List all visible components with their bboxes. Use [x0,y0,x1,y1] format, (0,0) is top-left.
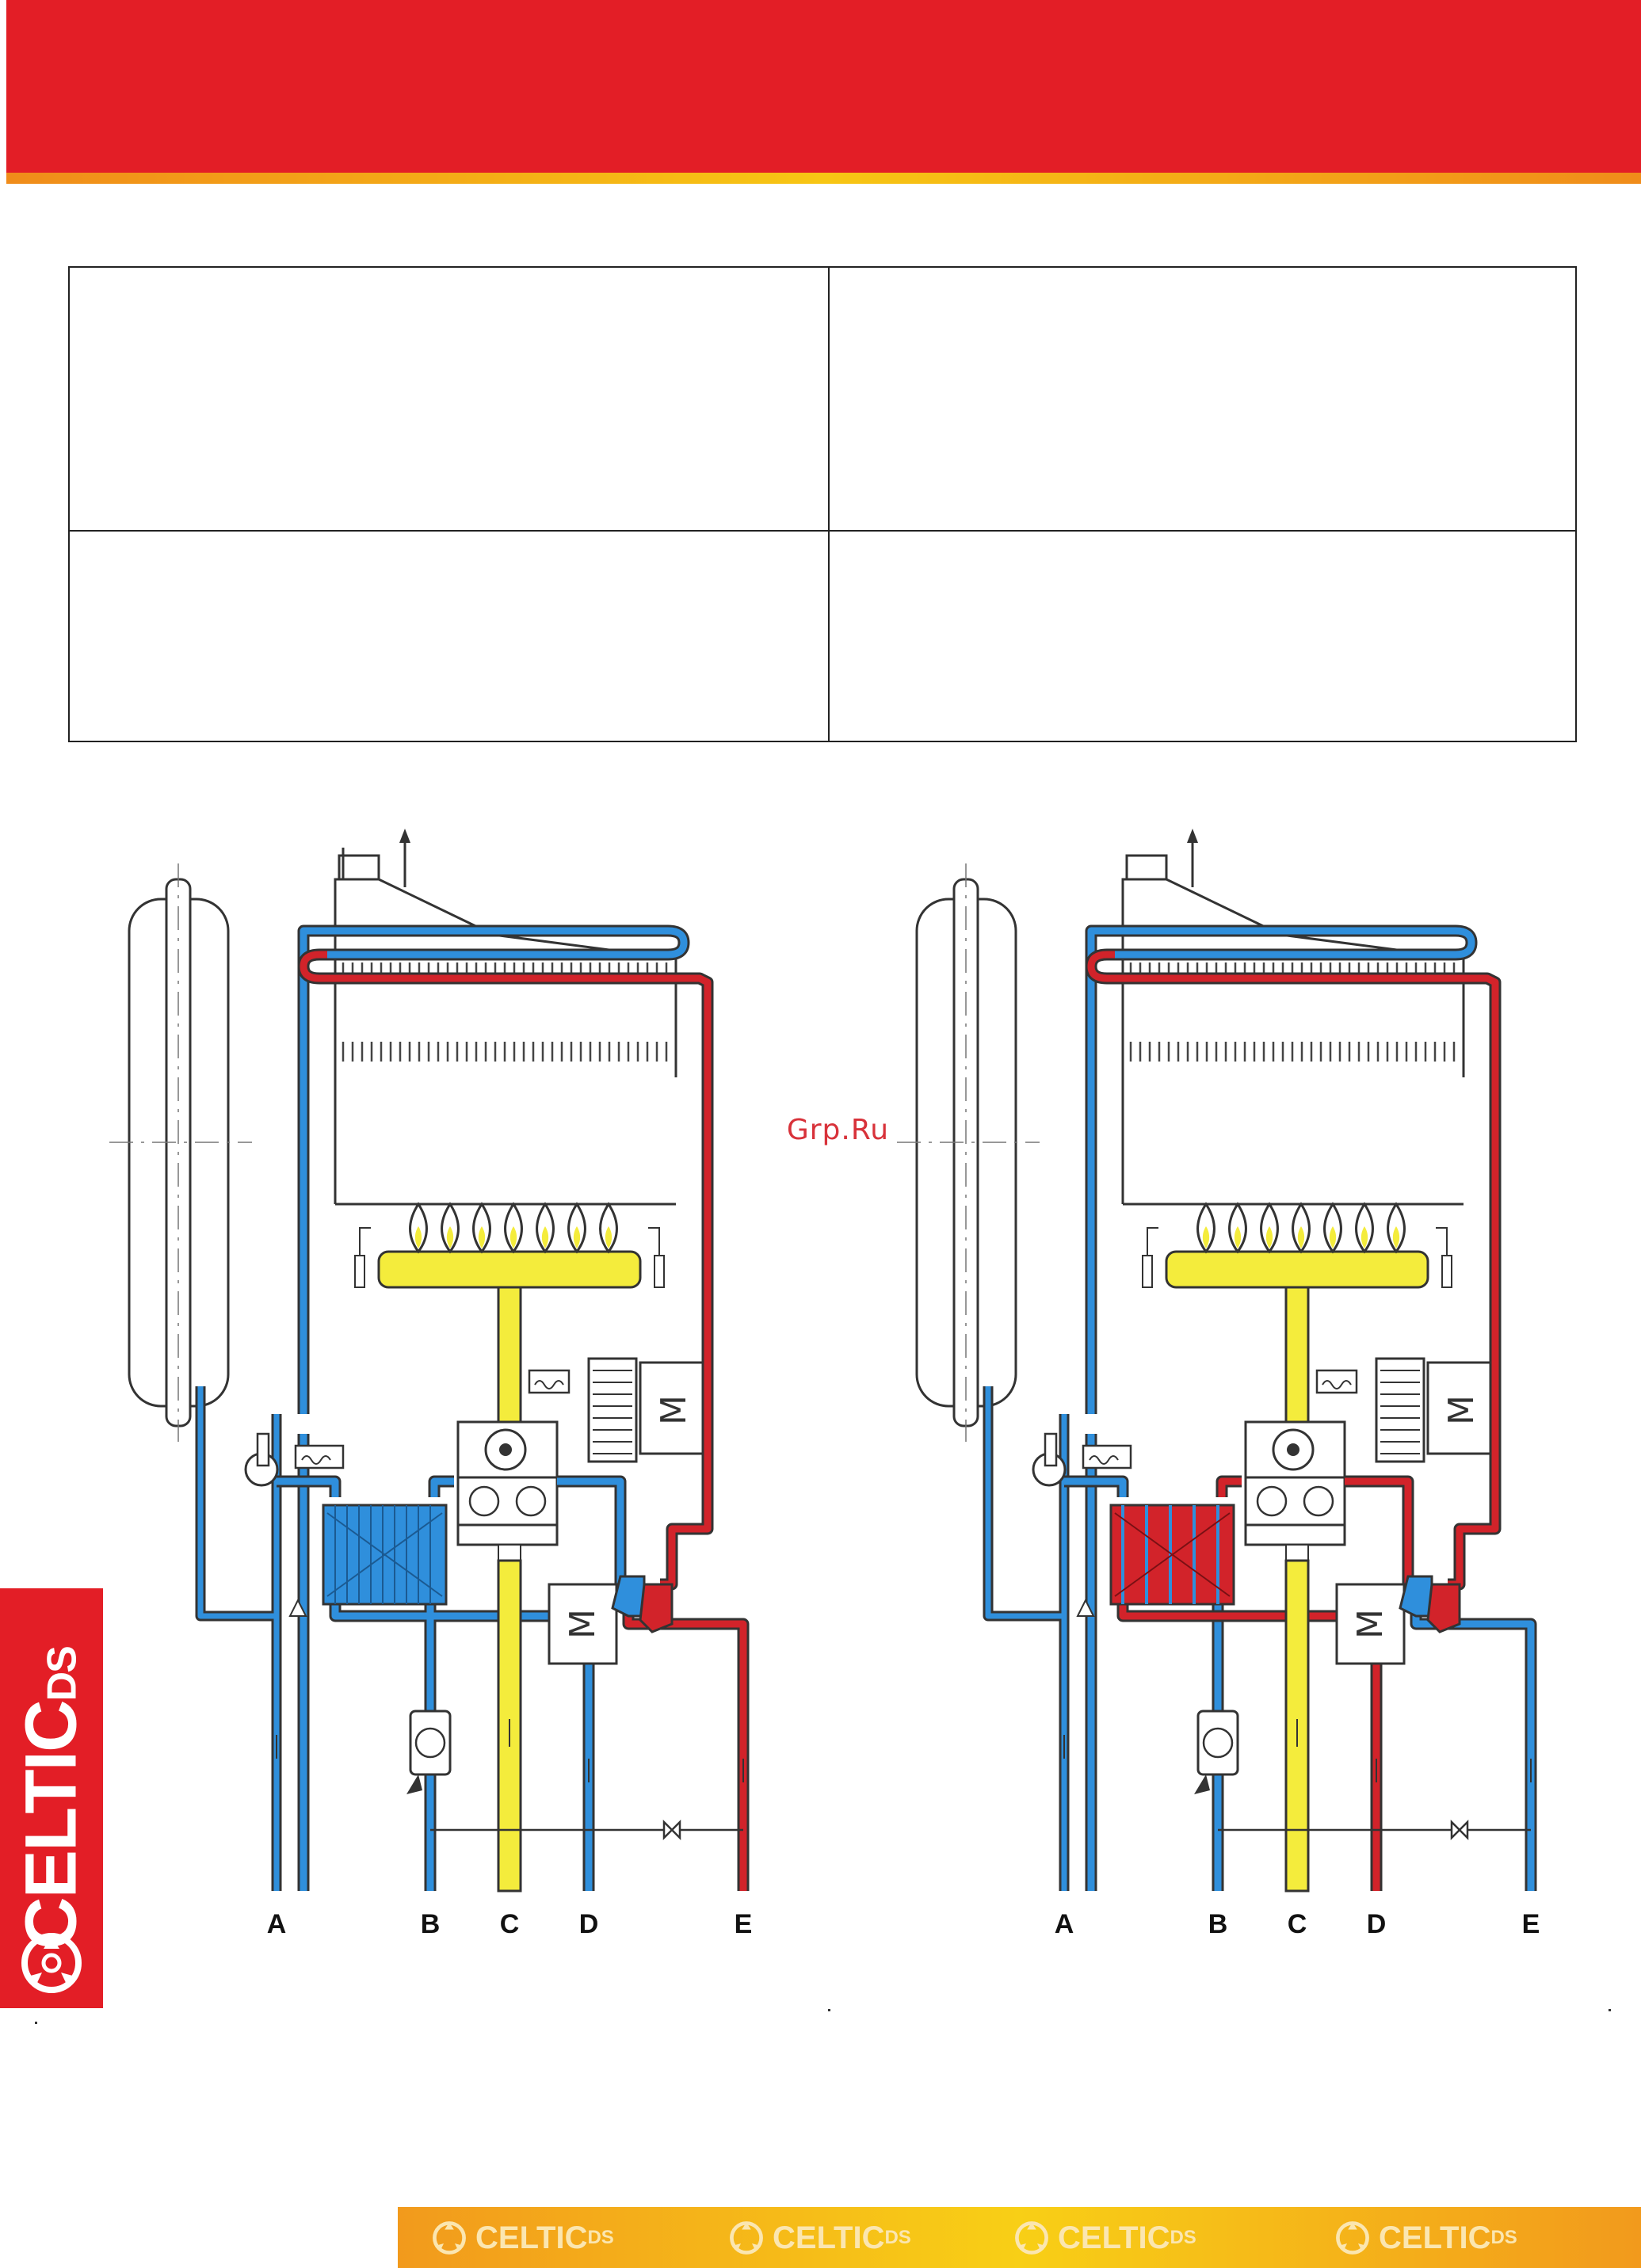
cold-water-pipes [983,924,1537,1891]
hot-water-pipes [297,948,750,1891]
info-cell-top-right [828,266,1577,532]
gas-pipe [1284,1559,1310,1893]
valve-icon [1218,1819,1531,1841]
plate-heat-exchanger [1109,1504,1235,1606]
pipe-label-d: D [579,1909,599,1939]
pressure-switch [244,1432,345,1617]
hot-water-pipes [1085,948,1502,1891]
pipe-label-c: C [1288,1909,1307,1939]
pipe-label-c: C [500,1909,520,1939]
arrow-up-icon [399,829,410,887]
top-banner-stripe [6,173,1641,184]
flue-hood [334,848,677,1206]
top-banner [6,0,1641,173]
celtic-logo-icon [1336,2221,1369,2255]
boiler-diagram-left: M M [105,824,787,1949]
info-table [68,266,1577,742]
gas-valve [1244,1420,1346,1561]
pipe-label-b: B [421,1909,441,1939]
flue-hood [1121,854,1465,1206]
cold-water-pipes [195,924,690,1891]
arrow-up-icon [1187,829,1198,887]
page-mark [828,2009,830,2011]
diverter-valve: M [1335,1575,1461,1665]
info-cell-bottom-left [68,530,830,742]
side-logo: CELTICDS [0,1588,103,2008]
pipe-label-e: E [1522,1909,1540,1939]
pressure-switch [1032,1432,1132,1617]
celtic-logo-icon [730,2221,763,2255]
page-mark [1609,2009,1611,2011]
gas-valve [456,1420,559,1561]
motor-icon: M [654,1395,694,1425]
motor-icon: M [1441,1395,1482,1425]
pump-icon [406,1710,452,1794]
pipe-label-d: D [1367,1909,1387,1939]
pipe-label-a: A [1055,1909,1074,1939]
motor-icon: M [1350,1609,1391,1639]
motor-icon: M [563,1609,603,1639]
plate-heat-exchanger [322,1504,448,1606]
info-cell-top-left [68,266,830,532]
celtic-logo-icon [1015,2221,1048,2255]
celtic-logo-icon [21,1933,82,1993]
burner [354,1227,665,1447]
gas-pipe [497,1559,522,1893]
expansion-vessel [897,863,1040,1442]
diverter-valve: M [548,1575,674,1665]
celtic-logo-icon [433,2221,466,2255]
brand-name: CELTICDS [10,1647,92,1950]
boiler-diagram-right: M M [893,824,1574,1949]
valve-icon [430,1819,743,1841]
pipe-label-a: A [267,1909,287,1939]
expansion-vessel [109,863,252,1442]
pipe-label-e: E [735,1909,753,1939]
page-mark [35,2022,37,2024]
pump-icon [1194,1710,1239,1794]
fan-motor: M [528,1357,709,1463]
info-cell-bottom-right [828,530,1577,742]
pipe-label-b: B [1208,1909,1228,1939]
fan-motor: M [1315,1357,1497,1463]
burner [1142,1227,1452,1447]
